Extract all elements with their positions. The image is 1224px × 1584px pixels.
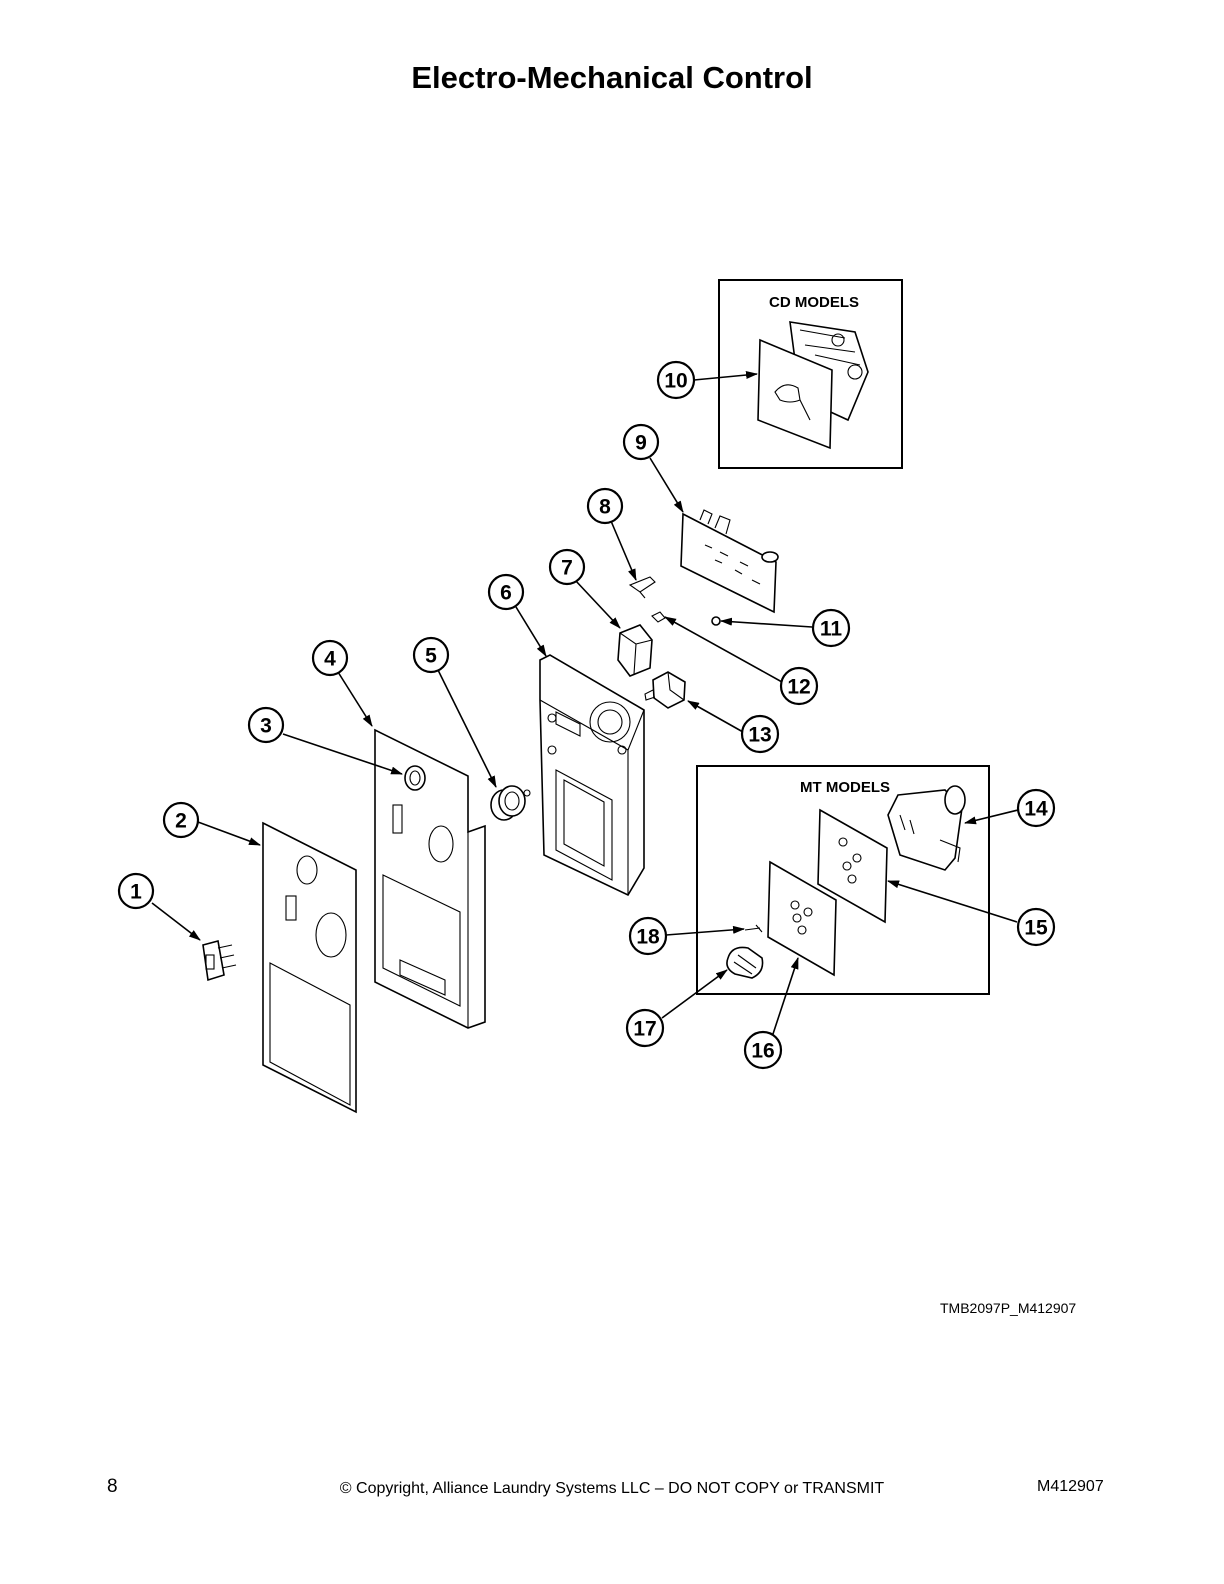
svg-text:15: 15 [1024, 917, 1048, 940]
timer-insulator [767, 860, 837, 977]
callout-17: 17 [625, 1008, 665, 1048]
callout-10: 10 [656, 360, 696, 400]
timer-assembly [887, 785, 966, 871]
screw [744, 924, 763, 933]
callout-12: 12 [779, 666, 819, 706]
callout-11: 11 [811, 608, 851, 648]
circuit-board [680, 509, 779, 614]
callout-9: 9 [622, 423, 660, 461]
potentiometer [644, 671, 686, 709]
svg-text:11: 11 [820, 618, 843, 641]
cd-models-label: CD MODELS [769, 294, 859, 311]
svg-text:2: 2 [175, 810, 187, 833]
svg-text:14: 14 [1024, 798, 1048, 821]
page-number: 8 [107, 1476, 118, 1497]
svg-text:1: 1 [130, 881, 142, 904]
svg-text:8: 8 [599, 496, 611, 519]
callout-13: 13 [740, 714, 780, 754]
svg-text:13: 13 [748, 724, 771, 747]
svg-text:5: 5 [425, 645, 437, 668]
callout-14: 14 [1016, 788, 1056, 828]
svg-text:18: 18 [636, 926, 660, 949]
mt-models-label: MT MODELS [800, 779, 890, 796]
document-number: M412907 [1037, 1478, 1104, 1495]
callout-18: 18 [628, 916, 668, 956]
coin-drop-assembly [757, 321, 869, 450]
svg-text:10: 10 [664, 370, 687, 393]
cd-models-group: CD MODELS [718, 279, 903, 469]
callout-15: 15 [1016, 907, 1056, 947]
callout-8: 8 [586, 487, 624, 525]
hex-nut [711, 616, 721, 626]
leader-lines [151, 371, 1019, 1035]
callout-4: 4 [311, 639, 349, 677]
callout-7: 7 [548, 548, 586, 586]
copyright-notice: © Copyright, Alliance Laundry Systems LL… [339, 1480, 885, 1497]
svg-text:17: 17 [633, 1018, 656, 1041]
figure-id: TMB2097P_M412907 [940, 1300, 1077, 1316]
rocker-switch [202, 940, 237, 982]
indicator-light [404, 765, 426, 791]
svg-text:4: 4 [324, 648, 336, 671]
callout-16: 16 [743, 1030, 783, 1070]
control-housing [539, 654, 645, 897]
relay [617, 624, 653, 677]
svg-text:3: 3 [260, 715, 272, 738]
callout-1: 1 [117, 872, 155, 910]
callout-3: 3 [247, 706, 285, 744]
front-panel [374, 728, 486, 1029]
page-title: Electro-Mechanical Control [411, 60, 813, 95]
timer-knob [726, 946, 764, 979]
callout-5: 5 [412, 636, 450, 674]
timer-plate [817, 808, 888, 924]
panel-nut [490, 785, 531, 821]
mt-models-group: MT MODELS [696, 765, 990, 995]
svg-text:7: 7 [561, 557, 573, 580]
wire-clip [628, 576, 656, 599]
svg-text:16: 16 [751, 1040, 774, 1063]
svg-text:6: 6 [500, 582, 512, 605]
front-overlay-panel [262, 821, 357, 1114]
svg-text:9: 9 [635, 432, 647, 455]
callout-6: 6 [487, 573, 525, 611]
svg-text:12: 12 [787, 676, 810, 699]
screw-12 [651, 611, 666, 623]
callout-2: 2 [162, 801, 200, 839]
